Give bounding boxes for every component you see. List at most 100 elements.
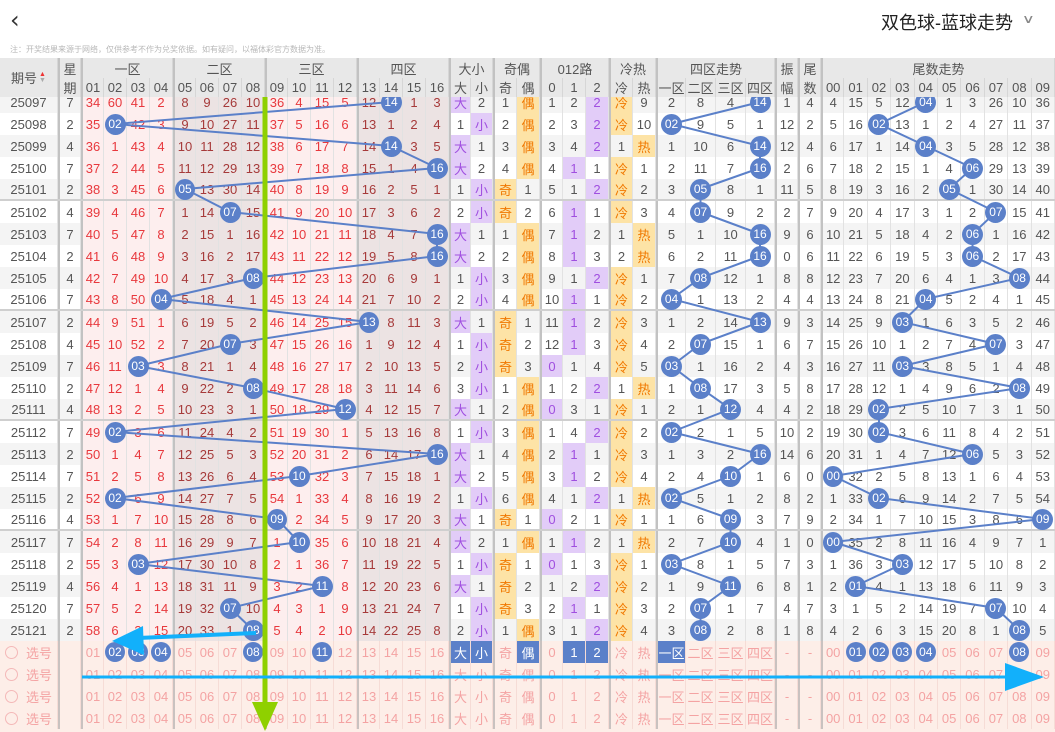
pick-zone[interactable]: 一区 (656, 663, 686, 685)
pick-tail-digit[interactable]: 01 (844, 707, 868, 729)
pick-tail-digit[interactable]: 03 (891, 663, 915, 685)
pick-number[interactable]: 03 (127, 663, 150, 685)
pick-number[interactable]: 03 (127, 641, 150, 663)
pick-zone[interactable]: 三区 (716, 707, 746, 729)
pick-number[interactable]: 02 (104, 663, 127, 685)
pick-odd-even[interactable]: 奇 (493, 685, 517, 707)
pick-number[interactable]: 10 (288, 685, 311, 707)
picker-select[interactable]: 选号 (0, 641, 58, 663)
pick-zone[interactable]: 三区 (716, 641, 746, 663)
pick-odd-even[interactable]: 偶 (517, 707, 540, 729)
pick-zone[interactable]: 四区 (746, 707, 775, 729)
picker-select[interactable]: 选号 (0, 663, 58, 685)
pick-tail-digit[interactable]: 05 (938, 641, 962, 663)
pick-number[interactable]: 16 (426, 641, 449, 663)
pick-number[interactable]: 05 (173, 641, 196, 663)
pick-number[interactable]: 09 (265, 663, 288, 685)
pick-number[interactable]: 07 (219, 685, 242, 707)
pick-zone[interactable]: 二区 (686, 641, 716, 663)
pick-number[interactable]: 08 (242, 707, 265, 729)
pick-odd-even[interactable]: 奇 (493, 641, 517, 663)
pick-number[interactable]: 15 (403, 641, 426, 663)
pick-zone[interactable]: 四区 (746, 641, 775, 663)
pick-zone[interactable]: 二区 (686, 685, 716, 707)
pick-tail-digit[interactable]: 03 (891, 685, 915, 707)
pick-tail-digit[interactable]: 05 (938, 707, 962, 729)
pick-number[interactable]: 09 (265, 707, 288, 729)
pick-number[interactable]: 01 (81, 707, 104, 729)
pick-number[interactable]: 04 (150, 641, 173, 663)
pick-number[interactable]: 05 (173, 685, 196, 707)
pick-zone[interactable]: 四区 (746, 685, 775, 707)
pick-tail-digit[interactable]: 09 (1032, 641, 1055, 663)
pick-big-small[interactable]: 小 (471, 707, 493, 729)
pick-tail-digit[interactable]: 06 (961, 641, 985, 663)
pick-cold-hot[interactable]: 热 (633, 641, 656, 663)
pick-number[interactable]: 10 (288, 641, 311, 663)
pick-tail-digit[interactable]: 00 (821, 663, 845, 685)
pick-tail-digit[interactable]: 00 (821, 685, 845, 707)
pick-big-small[interactable]: 大 (449, 707, 471, 729)
pick-number[interactable]: 07 (219, 663, 242, 685)
pick-number[interactable]: 14 (380, 641, 403, 663)
pick-number[interactable]: 06 (196, 641, 219, 663)
page-title[interactable]: 双色球-蓝球走势 (881, 13, 1013, 33)
radio-button[interactable] (4, 645, 18, 659)
pick-number[interactable]: 10 (288, 707, 311, 729)
pick-mod3[interactable]: 0 (540, 641, 563, 663)
pick-mod3[interactable]: 0 (540, 707, 563, 729)
header-issue[interactable]: 期号▲▼ (0, 58, 58, 97)
pick-big-small[interactable]: 大 (449, 663, 471, 685)
pick-number[interactable]: 11 (311, 663, 334, 685)
chevron-down-icon[interactable]: ∨ (1022, 12, 1036, 26)
pick-number[interactable]: 13 (357, 641, 380, 663)
pick-number[interactable]: 09 (265, 685, 288, 707)
sort-icon[interactable]: ▲▼ (39, 71, 46, 84)
pick-tail-digit[interactable]: 02 (868, 663, 892, 685)
pick-tail-digit[interactable]: 08 (1008, 707, 1032, 729)
pick-number[interactable]: 12 (334, 663, 357, 685)
pick-number[interactable]: 13 (357, 707, 380, 729)
pick-tail-digit[interactable]: 01 (844, 641, 868, 663)
pick-cold-hot[interactable]: 冷 (609, 641, 633, 663)
pick-tail-digit[interactable]: 04 (915, 685, 938, 707)
pick-mod3[interactable]: 1 (563, 641, 586, 663)
pick-cold-hot[interactable]: 冷 (609, 707, 633, 729)
pick-tail-digit[interactable]: 06 (961, 663, 985, 685)
pick-number[interactable]: 13 (357, 663, 380, 685)
pick-zone[interactable]: 四区 (746, 663, 775, 685)
pick-number[interactable]: 04 (150, 685, 173, 707)
pick-zone[interactable]: 一区 (656, 707, 686, 729)
pick-number[interactable]: 14 (380, 685, 403, 707)
pick-number[interactable]: 09 (265, 641, 288, 663)
pick-tail-digit[interactable]: 02 (868, 707, 892, 729)
pick-zone[interactable]: 二区 (686, 663, 716, 685)
pick-big-small[interactable]: 小 (471, 663, 493, 685)
pick-tail-digit[interactable]: 08 (1008, 641, 1032, 663)
pick-tail-digit[interactable]: 08 (1008, 663, 1032, 685)
pick-number[interactable]: 01 (81, 685, 104, 707)
pick-mod3[interactable]: 2 (586, 707, 609, 729)
radio-button[interactable] (4, 711, 18, 725)
pick-tail-digit[interactable]: 09 (1032, 663, 1055, 685)
pick-tail-digit[interactable]: 09 (1032, 685, 1055, 707)
pick-odd-even[interactable]: 奇 (493, 663, 517, 685)
pick-tail-digit[interactable]: 07 (985, 685, 1009, 707)
pick-zone[interactable]: 三区 (716, 685, 746, 707)
picker-select[interactable]: 选号 (0, 685, 58, 707)
pick-tail-digit[interactable]: 06 (961, 707, 985, 729)
pick-mod3[interactable]: 0 (540, 663, 563, 685)
pick-number[interactable]: 10 (288, 663, 311, 685)
pick-odd-even[interactable]: 偶 (517, 663, 540, 685)
pick-number[interactable]: 06 (196, 685, 219, 707)
pick-number[interactable]: 05 (173, 707, 196, 729)
pick-big-small[interactable]: 小 (471, 685, 493, 707)
pick-mod3[interactable]: 2 (586, 663, 609, 685)
pick-tail-digit[interactable]: 08 (1008, 685, 1032, 707)
pick-number[interactable]: 05 (173, 663, 196, 685)
pick-mod3[interactable]: 2 (586, 685, 609, 707)
pick-cold-hot[interactable]: 冷 (609, 663, 633, 685)
pick-tail-digit[interactable]: 04 (915, 707, 938, 729)
pick-number[interactable]: 13 (357, 685, 380, 707)
